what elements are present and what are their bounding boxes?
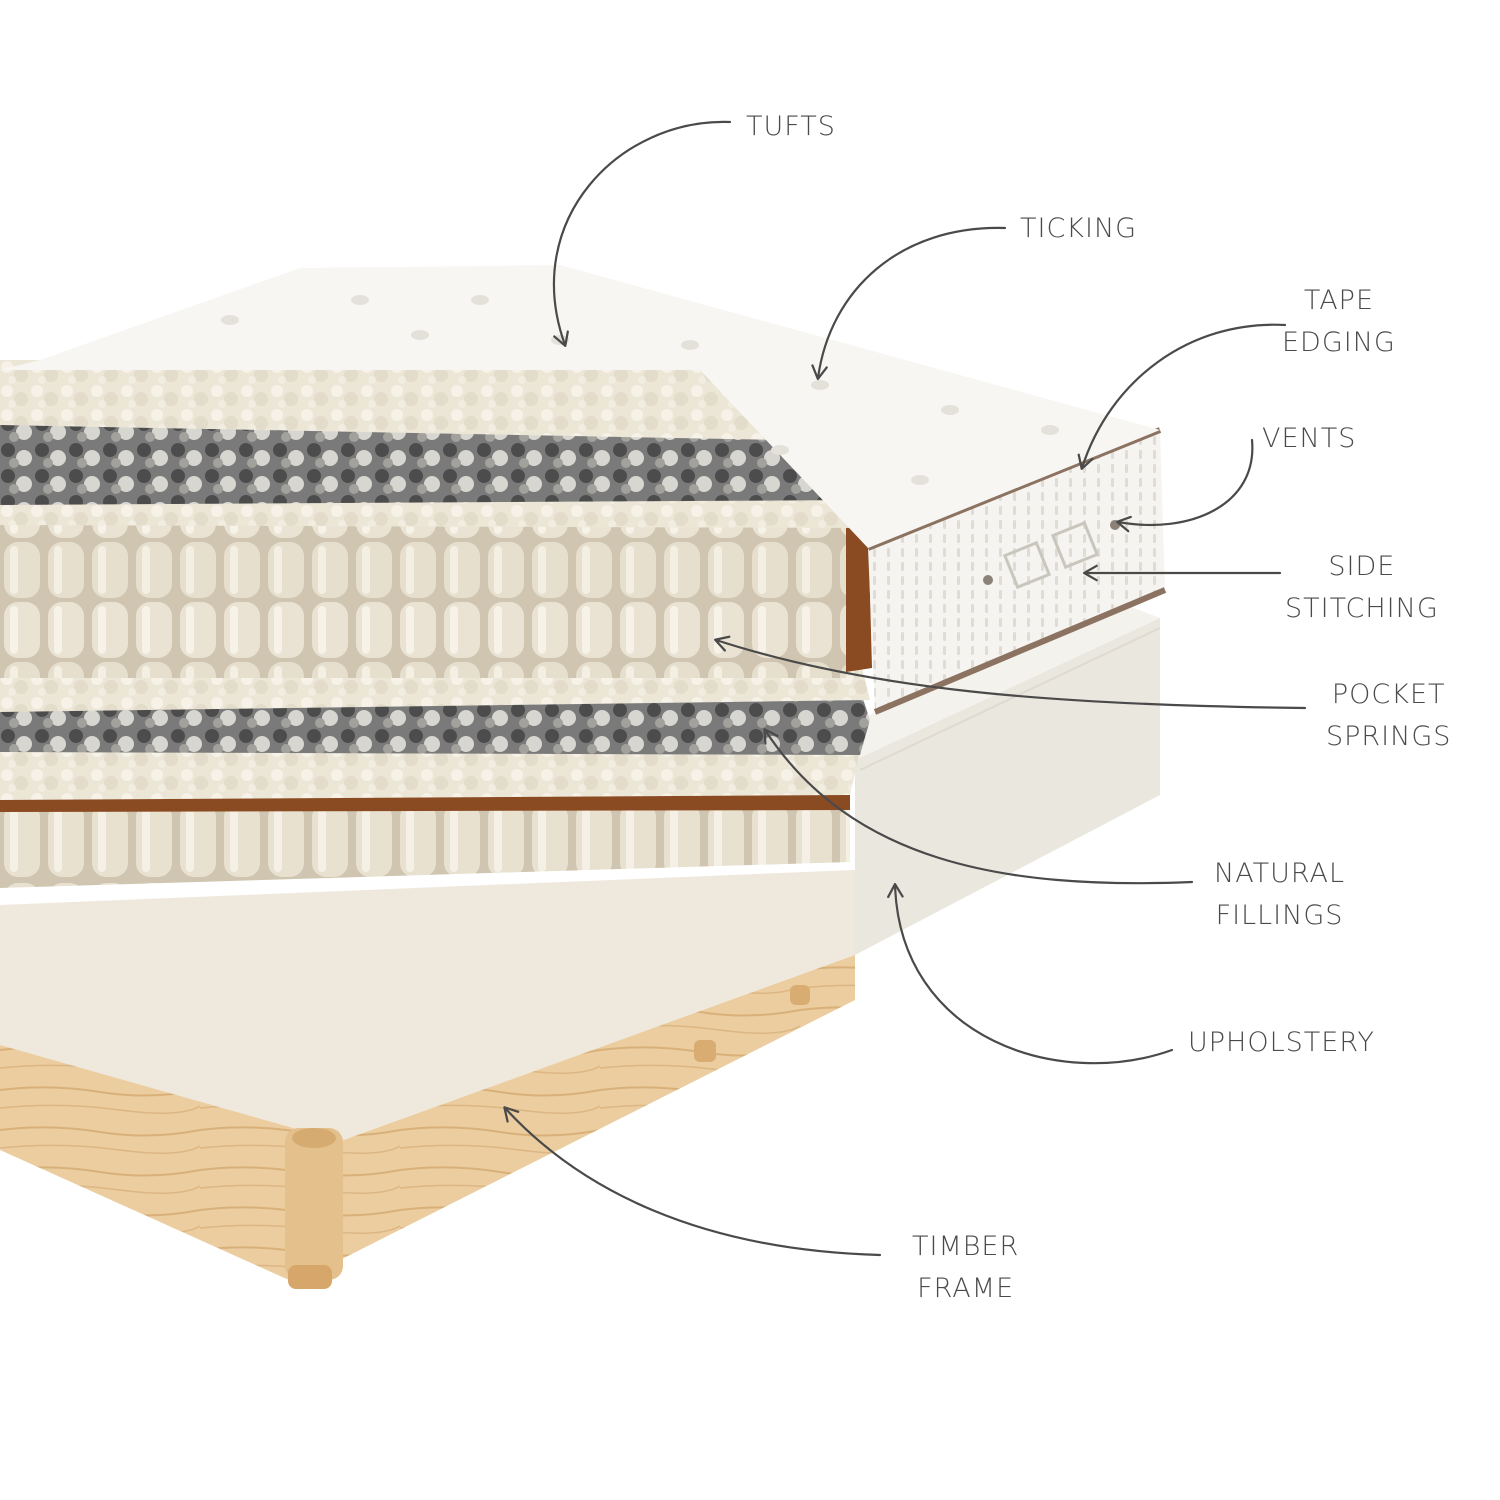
arrow-ticking [811, 226, 1007, 381]
arrow-pocket-springs [714, 635, 1307, 710]
label-pocket-springs-line1: POCKET [1331, 679, 1446, 710]
label-side-stitching-line2: STITCHING [1285, 593, 1439, 624]
label-tape-edging-line2: EDGING [1282, 327, 1396, 358]
base-board [0, 870, 855, 1145]
label-natural-fillings-line2: FILLINGS [1215, 900, 1344, 931]
label-timber-frame: TIMBER FRAME [912, 1226, 1019, 1310]
mattress [0, 265, 1167, 755]
label-tape-edging-line1: TAPE [1303, 285, 1375, 316]
upper-coir-layer [846, 520, 872, 672]
side-handle [1002, 540, 1052, 590]
label-side-stitching-line1: SIDE [1328, 551, 1396, 582]
upholstery [855, 595, 1161, 955]
timber-front-rail [0, 1045, 300, 1285]
side-handle [1050, 520, 1100, 570]
label-pocket-springs: POCKET SPRINGS [1326, 674, 1451, 758]
timber-frame [0, 870, 855, 1289]
label-ticking: TICKING [1020, 213, 1138, 244]
arrow-tape-edging [1077, 323, 1287, 470]
label-vents: VENTS [1262, 423, 1357, 454]
timber-side-rail [330, 955, 855, 1260]
label-tape-edging: TAPE EDGING [1282, 280, 1396, 364]
lower-spring-unit [0, 740, 860, 888]
arrow-upholstery [887, 882, 1174, 1065]
arrow-vents [1115, 438, 1254, 533]
label-timber-frame-line2: FRAME [917, 1273, 1015, 1304]
vent [983, 575, 993, 585]
timber-foot [288, 1265, 332, 1289]
arrow-timber-frame [503, 1106, 882, 1257]
ticking [0, 265, 1160, 548]
label-timber-frame-line1: TIMBER [912, 1231, 1020, 1262]
timber-corner-post [285, 1128, 343, 1280]
label-tufts: TUFTS [746, 111, 836, 142]
horsehair-layer [0, 420, 860, 505]
label-pocket-springs-line2: SPRINGS [1326, 721, 1452, 752]
label-upholstery: UPHOLSTERY [1188, 1027, 1375, 1058]
side-stitching [868, 430, 1165, 712]
pocket-springs [0, 518, 858, 678]
arrow-natural-fillings [763, 728, 1194, 885]
label-natural-fillings-line1: NATURAL [1214, 858, 1346, 889]
label-natural-fillings: NATURAL FILLINGS [1214, 853, 1345, 937]
label-side-stitching: SIDE STITCHING [1285, 546, 1439, 630]
arrow-tufts [552, 120, 732, 347]
